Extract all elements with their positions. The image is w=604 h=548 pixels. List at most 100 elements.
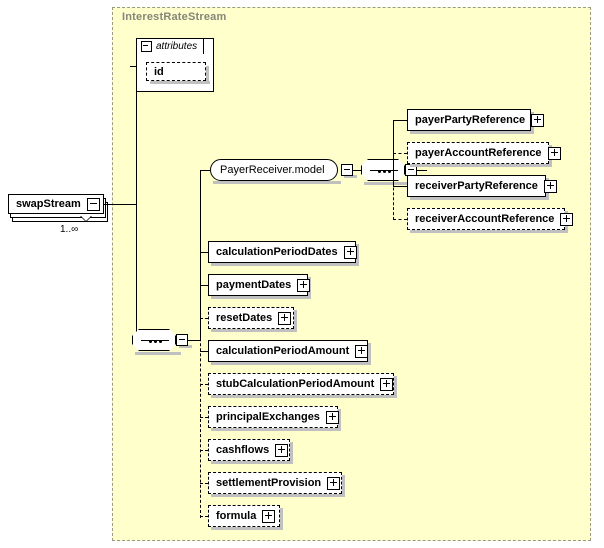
plus-icon[interactable] <box>297 278 311 292</box>
root-node-box[interactable]: swapStream <box>8 194 104 214</box>
connector-stub <box>200 450 208 451</box>
model-node-payerreceiver[interactable]: PayerReceiver.model <box>210 159 338 181</box>
element-node-label: cashflows <box>216 444 270 456</box>
element-node-label: receiverPartyReference <box>415 180 538 192</box>
plus-icon[interactable] <box>327 476 341 490</box>
element-node-paymentdates[interactable]: paymentDates <box>208 274 311 296</box>
shadow <box>410 230 568 233</box>
root-node-label: swapStream <box>16 198 81 210</box>
minus-icon[interactable] <box>341 164 353 176</box>
connector-trunk-to-attributes <box>130 66 138 67</box>
shadow <box>364 182 410 185</box>
connector-model-to-sequence <box>353 170 361 171</box>
plus-icon[interactable] <box>275 443 289 457</box>
sequence-compositor-model[interactable] <box>361 159 405 181</box>
shadow <box>410 197 549 200</box>
element-node-label: settlementProvision <box>216 477 322 489</box>
element-node-formula[interactable]: formula <box>208 505 280 527</box>
element-node-label: stubCalculationPeriodAmount <box>216 378 375 390</box>
plus-icon[interactable] <box>343 245 357 259</box>
element-node-stubcalculationperiodamount[interactable]: stubCalculationPeriodAmount <box>208 373 394 395</box>
group-title: InterestRateStream <box>122 11 227 23</box>
group-container-interestratestream <box>112 7 591 541</box>
attribute-id-label: id <box>154 65 164 78</box>
element-node-settlementprovision[interactable]: settlementProvision <box>208 472 342 494</box>
shadow <box>211 296 311 299</box>
connector-stub <box>393 219 407 220</box>
element-node-label: receiverAccountReference <box>415 213 555 225</box>
connector-stub <box>393 186 407 187</box>
shadow <box>294 310 297 332</box>
element-node-label: paymentDates <box>216 279 292 291</box>
shadow <box>206 66 209 84</box>
element-node-label: principalExchanges <box>216 411 320 423</box>
connector-stub <box>393 120 407 121</box>
element-node-label: calculationPeriodAmount <box>216 345 350 357</box>
connector-stub <box>393 153 407 154</box>
plus-icon[interactable] <box>560 212 574 226</box>
element-node-payerpartyreference[interactable]: payerPartyReference <box>407 109 545 131</box>
element-node-principalexchanges[interactable]: principalExchanges <box>208 406 339 428</box>
plus-icon[interactable] <box>547 146 561 160</box>
element-node-calculationperiodamount[interactable]: calculationPeriodAmount <box>208 340 369 362</box>
connector-stub <box>200 483 208 484</box>
plus-icon[interactable] <box>543 179 557 193</box>
element-node-cashflows[interactable]: cashflows <box>208 439 290 461</box>
connector-stub <box>200 417 208 418</box>
shadow <box>290 442 293 464</box>
plus-icon[interactable] <box>531 113 545 127</box>
connector-model-sequence-to-children <box>417 170 427 171</box>
shadow <box>211 428 341 431</box>
connector-to-model-node <box>200 170 210 171</box>
shadow <box>211 527 283 530</box>
element-node-label: resetDates <box>216 312 273 324</box>
minus-icon[interactable] <box>176 334 188 346</box>
shadow <box>213 181 341 184</box>
attributes-group-label: attributes <box>156 41 198 52</box>
sequence-compositor-main[interactable] <box>132 329 176 351</box>
attributes-group-header[interactable]: attributes <box>136 38 204 54</box>
shadow <box>211 395 397 398</box>
shadow <box>394 376 397 398</box>
shadow <box>344 175 357 178</box>
shadow <box>179 345 192 348</box>
connector-stub <box>200 252 208 253</box>
connector-root-to-trunk <box>104 204 136 205</box>
shadow <box>211 329 297 332</box>
shadow <box>410 131 534 134</box>
element-node-calculationperioddates[interactable]: calculationPeriodDates <box>208 241 357 263</box>
element-node-label: formula <box>216 510 257 522</box>
sequence-icon <box>133 330 176 351</box>
connector-stub <box>200 318 208 319</box>
plus-icon[interactable] <box>278 311 292 325</box>
shadow <box>211 494 345 497</box>
element-node-label: calculationPeriodDates <box>216 246 338 258</box>
shadow <box>342 475 345 497</box>
plus-icon[interactable] <box>380 377 394 391</box>
occurrence-caret-icon <box>80 216 92 222</box>
shadow <box>211 362 371 365</box>
minus-icon[interactable] <box>86 197 100 211</box>
attribute-id[interactable]: id <box>146 62 206 81</box>
connector-children-trunk-dashed <box>200 318 201 518</box>
connector-stub <box>200 285 208 286</box>
plus-icon[interactable] <box>325 410 339 424</box>
element-node-receiverpartyreference[interactable]: receiverPartyReference <box>407 175 557 197</box>
plus-icon[interactable] <box>262 509 276 523</box>
shadow <box>211 263 359 266</box>
connector-children-trunk-solid <box>200 170 201 340</box>
minus-icon[interactable] <box>141 41 152 52</box>
element-node-resetdates[interactable]: resetDates <box>208 307 294 329</box>
element-node-payeraccountreference[interactable]: payerAccountReference <box>407 142 561 164</box>
connector-stub <box>200 516 208 517</box>
connector-trunk-vertical <box>136 66 137 340</box>
element-node-label: payerAccountReference <box>415 147 542 159</box>
element-node-label: payerPartyReference <box>415 114 526 126</box>
shadow <box>135 352 181 355</box>
sequence-icon <box>362 160 405 181</box>
shadow <box>211 461 293 464</box>
element-node-receiveraccountreference[interactable]: receiverAccountReference <box>407 208 574 230</box>
shadow <box>280 508 283 530</box>
plus-icon[interactable] <box>355 344 369 358</box>
